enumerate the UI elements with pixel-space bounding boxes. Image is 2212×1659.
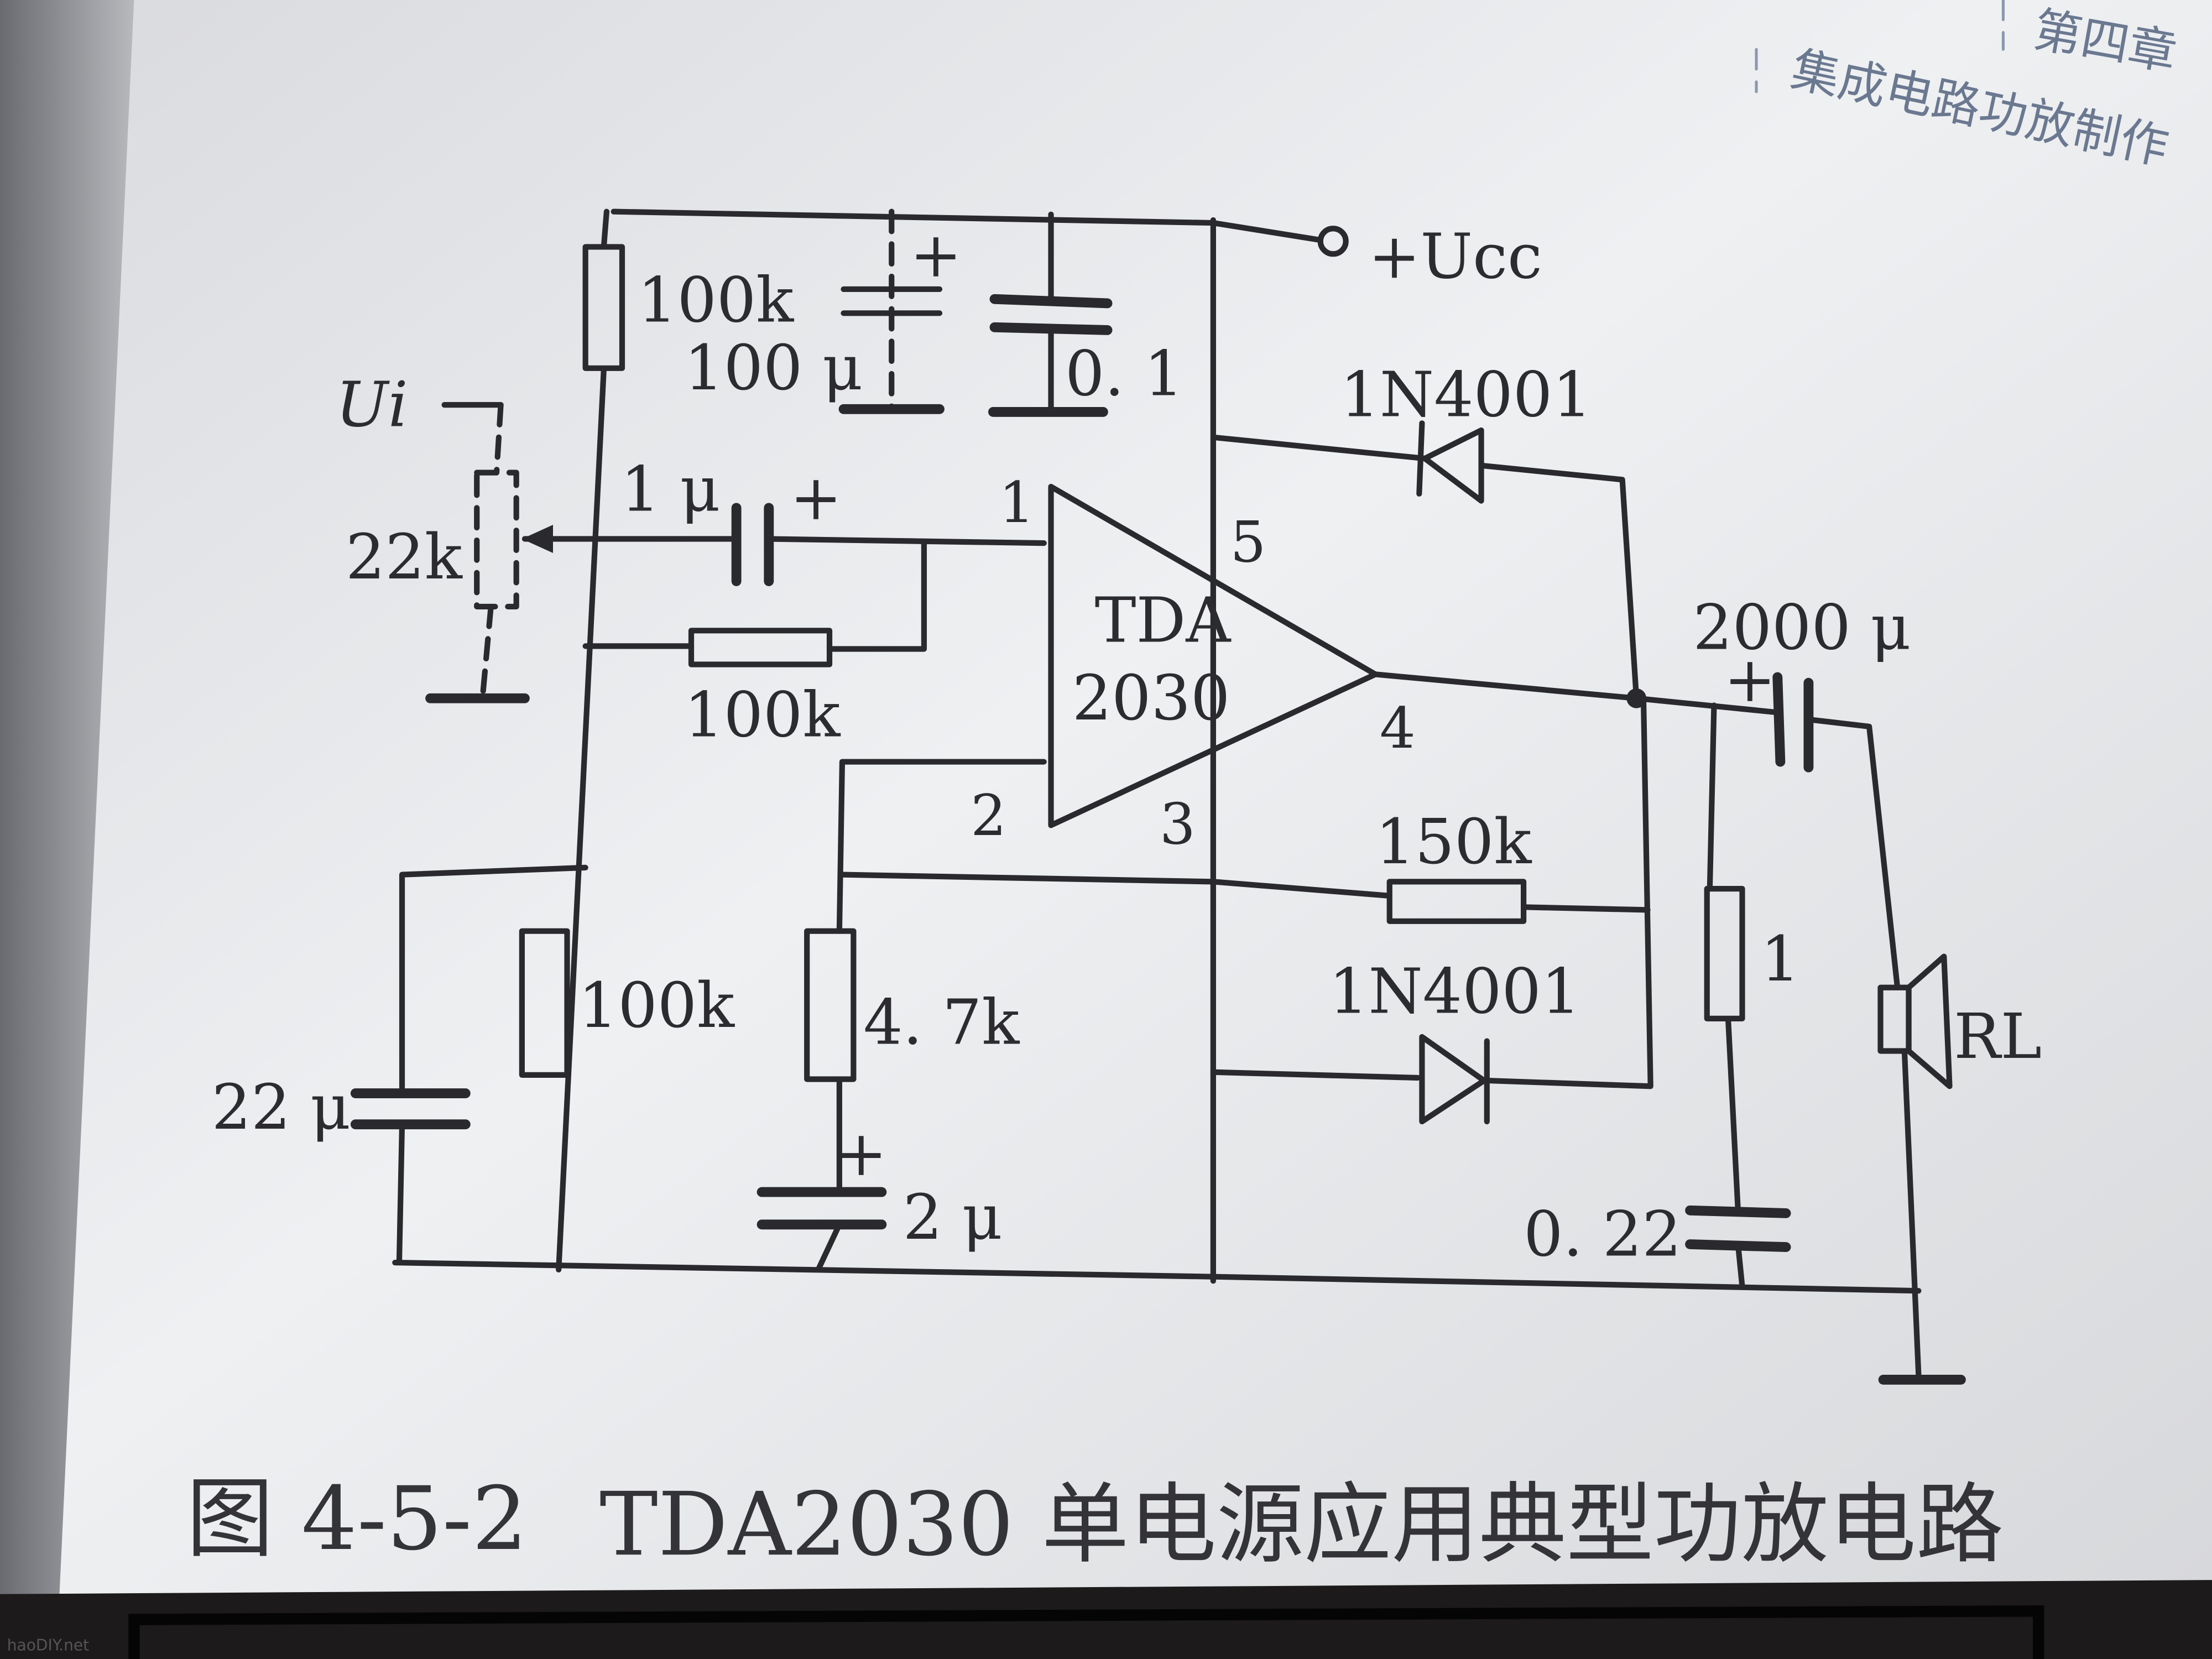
pin-4-label: 4: [1380, 696, 1416, 761]
label-100k-bottom: 100k: [578, 970, 735, 1042]
capacitor-0-1: [989, 294, 1113, 335]
capacitor-2000u: [1772, 672, 1814, 773]
diode-1n4001-bottom: [1419, 1034, 1490, 1125]
capacitor-1u: [731, 503, 774, 586]
figure-number: 图 4-5-2: [186, 1468, 528, 1570]
plus-2000u: +: [1724, 644, 1776, 716]
resistor-1-ohm: [1704, 886, 1745, 1021]
resistor-100k-input: [688, 628, 833, 667]
ic-label-tda: TDA: [1095, 585, 1232, 657]
diode-1n4001-top: [1416, 420, 1484, 504]
capacitor-0-22: [1685, 1205, 1791, 1253]
output-node-dot: [1626, 688, 1647, 708]
label-1n4001-bottom: 1N4001: [1329, 956, 1580, 1028]
components: [350, 244, 1953, 1253]
label-100k-top: 100k: [638, 265, 794, 337]
ucc-label: +Ucc: [1368, 221, 1542, 293]
label-4-7k: 4. 7k: [863, 987, 1020, 1059]
label-1u: 1 μ: [620, 453, 720, 525]
plus-1u: +: [790, 462, 842, 534]
component-labels: +Ucc Ui 100k 100 μ + 0. 1 22k 1 μ + 100k…: [212, 220, 2042, 1270]
next-box-border: [128, 1605, 2044, 1659]
label-22k: 22k: [346, 521, 463, 593]
label-0-1: 0. 1: [1065, 338, 1183, 410]
pin-2-label: 2: [971, 783, 1006, 849]
page-edge-shadow: [0, 0, 134, 1659]
resistor-100k-top: [582, 244, 625, 371]
circuit-wires: [392, 208, 1966, 1385]
plus-100u: +: [910, 220, 962, 291]
wiper-arrow-icon: [521, 524, 553, 553]
ic-label-2030: 2030: [1072, 662, 1230, 734]
watermark: haoDIY.net: [7, 1636, 89, 1655]
label-1n4001-top: 1N4001: [1340, 359, 1592, 431]
figure-title: TDA2030 单电源应用典型功放电路: [599, 1474, 2004, 1575]
tda2030-amplifier: [1048, 484, 1379, 828]
potentiometer-22k[interactable]: [474, 469, 519, 610]
label-1-ohm: 1: [1761, 924, 1800, 995]
ucc-terminal: [1317, 226, 1349, 257]
capacitor-100u: [841, 286, 943, 316]
resistor-4-7k: [804, 928, 857, 1082]
capacitor-22u: [350, 1088, 471, 1130]
resistor-100k-bottom: [519, 928, 570, 1078]
label-rl: RL: [1954, 1001, 2042, 1073]
pin-5-label: 5: [1230, 509, 1266, 575]
label-100k-input: 100k: [684, 680, 841, 752]
label-100u: 100 μ: [684, 332, 863, 404]
label-0-22: 0. 22: [1524, 1198, 1682, 1270]
pin-1-label: 1: [999, 470, 1035, 536]
plus-2u: +: [835, 1118, 887, 1190]
pin-3-label: 3: [1160, 792, 1196, 858]
capacitor-2u: [757, 1187, 887, 1230]
label-2u: 2 μ: [903, 1182, 1003, 1254]
label-22u: 22 μ: [212, 1072, 351, 1144]
input-label: Ui: [336, 369, 408, 441]
speaker-icon: [1877, 953, 1953, 1089]
label-2000u: 2000 μ: [1693, 592, 1911, 664]
label-150k: 150k: [1375, 806, 1532, 878]
resistor-150k: [1386, 879, 1527, 924]
